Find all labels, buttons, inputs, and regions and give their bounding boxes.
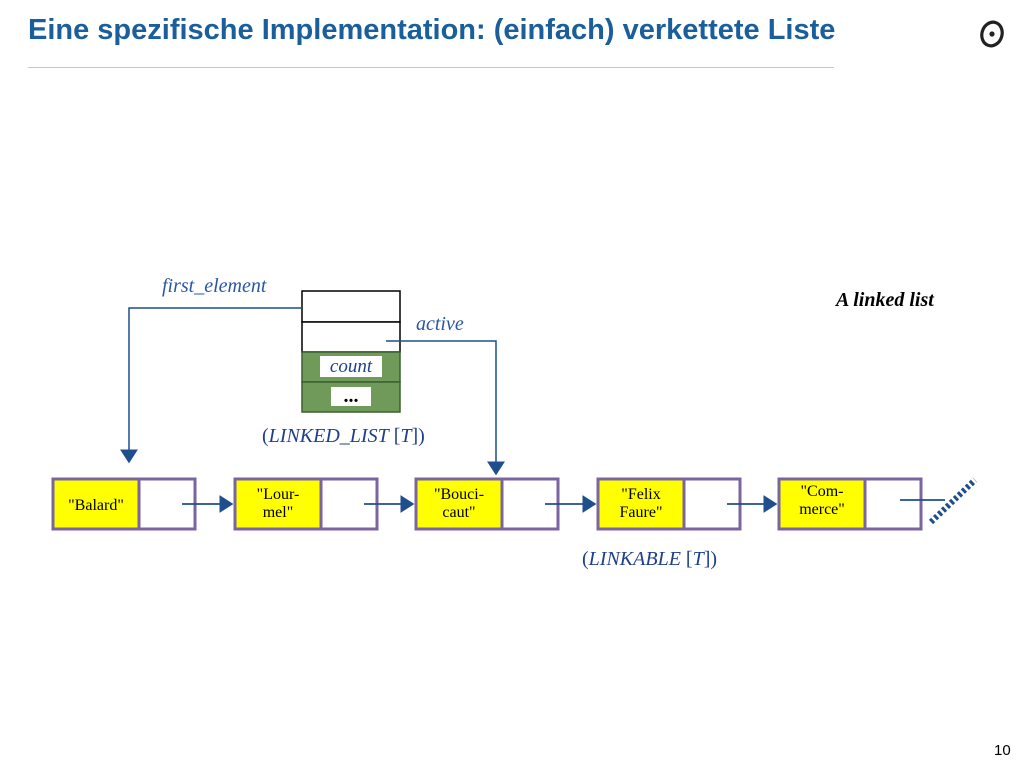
more-label-bg	[331, 387, 371, 406]
header-field-first-element	[301, 290, 401, 323]
diagram-caption: A linked list	[834, 289, 935, 311]
node-label-line2: Faure"	[620, 504, 663, 521]
linkable-node: "Balard"	[51, 477, 197, 531]
linkable-node: "Bouci- caut"	[414, 477, 560, 531]
linkable-type-label: (LINKABLE [T])	[582, 548, 717, 570]
type-bracket-open: [	[681, 548, 693, 570]
linkable-node: "Com- merce"	[777, 477, 923, 531]
type-bracket-open: [	[389, 425, 401, 447]
node-item-cell	[777, 477, 867, 531]
type-bracket-close: ])	[704, 548, 717, 570]
void-reference-icon	[900, 477, 978, 525]
type-bracket-close: ])	[412, 425, 425, 447]
node-label: "Bouci-	[434, 486, 484, 503]
type-param: T	[693, 548, 706, 570]
type-param: T	[400, 425, 413, 447]
node-label: "Felix	[621, 486, 660, 503]
count-label-bg	[320, 356, 382, 377]
node-right-cell	[863, 477, 923, 531]
more-fields-label: ...	[344, 385, 359, 407]
node-label: "Lour-	[257, 486, 300, 503]
linkable-node: "Felix Faure"	[596, 477, 742, 531]
node-item-cell	[596, 477, 686, 531]
first-element-arrow	[120, 307, 302, 464]
slide-title: Eine spezifische Implementation: (einfac…	[28, 14, 836, 46]
node-label: "Balard"	[68, 497, 124, 514]
linkable-node: "Lour- mel"	[233, 477, 379, 531]
node-label-line2: caut"	[442, 504, 475, 521]
type-open-paren: (	[262, 425, 269, 447]
active-arrow	[386, 340, 505, 476]
type-name: LINKABLE	[588, 548, 681, 570]
type-open-paren: (	[582, 548, 589, 570]
type-name: LINKED_LIST	[268, 425, 391, 447]
linked-list-type-label: (LINKED_LIST [T])	[262, 425, 425, 447]
active-label: active	[416, 313, 464, 335]
node-label-line2: merce"	[799, 501, 845, 518]
title-divider	[28, 67, 834, 68]
page-number: 10	[994, 742, 1011, 759]
count-label: count	[330, 356, 373, 377]
eth-chair-logo-icon	[980, 20, 1004, 48]
node-label: "Com-	[801, 483, 844, 500]
linked-list-object: count ...	[301, 290, 401, 413]
node-label-line2: mel"	[263, 504, 294, 521]
first-element-label: first_element	[162, 275, 267, 297]
header-field-active	[301, 321, 401, 353]
